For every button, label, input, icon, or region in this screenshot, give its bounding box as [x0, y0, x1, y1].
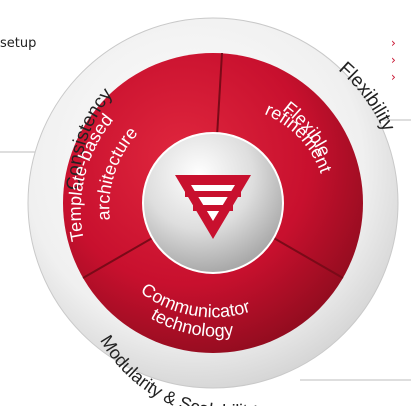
bullet-chevron-2: › — [391, 53, 396, 67]
side-text-setup: setup — [0, 36, 37, 51]
logo-icon — [175, 175, 251, 239]
bullet-chevron-1: › — [391, 36, 396, 50]
bullet-chevron-3: › — [391, 70, 396, 84]
